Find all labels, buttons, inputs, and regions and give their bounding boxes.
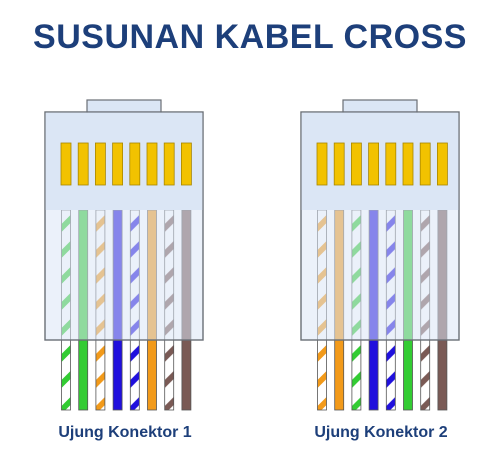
connector-1-pin-2 — [77, 142, 89, 186]
connector-2-pin-3 — [350, 142, 362, 186]
connector-2-pin-8 — [436, 142, 448, 186]
connector-2-label: Ujung Konektor 2 — [314, 424, 448, 441]
connector-2-pin-1 — [316, 142, 328, 186]
connector-2-pin-2 — [333, 142, 345, 186]
connector-2-pin-6 — [402, 142, 414, 186]
connector-2-pin-7 — [419, 142, 431, 186]
connector-1-pin-7 — [163, 142, 175, 186]
connector-2-head — [301, 112, 459, 210]
connector-1-pin-3 — [95, 142, 106, 186]
connector-1-pin-8 — [180, 142, 192, 186]
connector-1-pin-5 — [129, 142, 141, 186]
connector-2-pin-4 — [368, 142, 380, 186]
connector-1-pin-6 — [146, 142, 158, 186]
connector-1-label: Ujung Konektor 1 — [58, 424, 192, 441]
page-title: SUSUNAN KABEL CROSS — [33, 18, 467, 56]
connector-1-pin-1 — [60, 142, 72, 186]
connector-1-pin-4 — [112, 142, 123, 186]
connector-1-head — [45, 112, 203, 210]
connector-2-pin-5 — [385, 142, 397, 186]
